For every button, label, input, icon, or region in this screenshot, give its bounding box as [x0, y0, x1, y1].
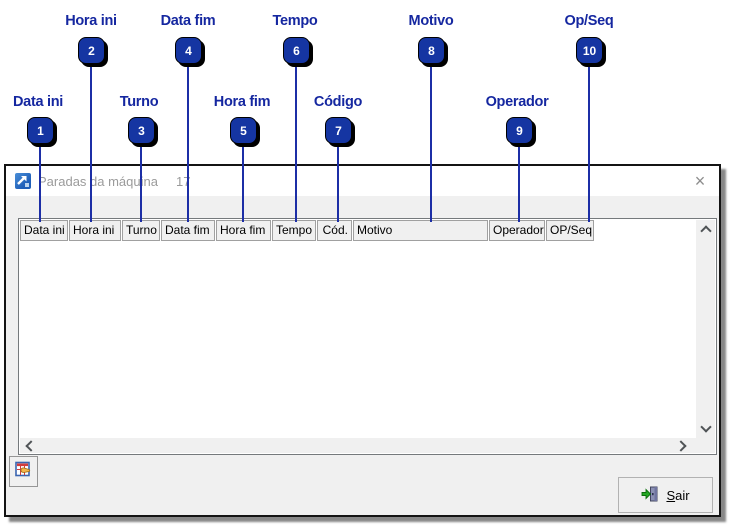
column-header-operador[interactable]: Operador	[489, 220, 545, 241]
annotation-label-data-ini: Data ini	[13, 94, 63, 110]
table-hand-icon	[15, 461, 32, 483]
scroll-down-icon[interactable]	[700, 421, 712, 433]
annotation-label-motivo: Motivo	[408, 13, 454, 29]
app-icon	[15, 173, 31, 189]
scrollbar-corner	[696, 438, 715, 453]
annotation-badge-motivo: 8	[418, 37, 445, 64]
grid-body[interactable]	[20, 241, 696, 438]
annotation-label-hora-ini: Hora ini	[65, 13, 117, 29]
column-header-hora-fim[interactable]: Hora fim	[216, 220, 271, 241]
scroll-up-icon[interactable]	[700, 225, 712, 237]
column-header-data-fim[interactable]: Data fim	[161, 220, 215, 241]
annotation-badge-data-ini: 1	[27, 117, 54, 144]
scroll-left-icon[interactable]	[25, 440, 37, 452]
exit-button-label: Sair	[666, 487, 690, 503]
annotation-label-turno: Turno	[119, 94, 159, 110]
column-header-motivo[interactable]: Motivo	[353, 220, 488, 241]
column-header-tempo[interactable]: Tempo	[272, 220, 316, 241]
annotation-badge-op-seq: 10	[576, 37, 603, 64]
annotation-badge-tempo: 6	[283, 37, 310, 64]
annotation-badge-operador: 9	[506, 117, 533, 144]
annotation-badge-codigo: 7	[325, 117, 352, 144]
column-header-data-ini[interactable]: Data ini	[20, 220, 68, 241]
column-header-hora-ini[interactable]: Hora ini	[69, 220, 121, 241]
title-bar: Paradas da máquina 17 ×	[6, 166, 719, 196]
annotation-label-data-fim: Data fim	[160, 13, 216, 29]
exit-door-icon	[641, 486, 659, 505]
column-header-turno[interactable]: Turno	[122, 220, 160, 241]
annotation-label-tempo: Tempo	[272, 13, 318, 29]
annotation-label-op-seq: Op/Seq	[564, 13, 614, 29]
annotation-badge-hora-ini: 2	[78, 37, 105, 64]
annotation-label-codigo: Código	[313, 94, 363, 110]
vertical-scrollbar[interactable]	[696, 220, 715, 438]
column-header-cod[interactable]: Cód.	[317, 220, 352, 241]
annotation-badge-turno: 3	[128, 117, 155, 144]
annotation-badge-hora-fim: 5	[230, 117, 257, 144]
column-header-op-seq[interactable]: OP/Seq	[546, 220, 594, 241]
scroll-right-icon[interactable]	[675, 440, 687, 452]
annotation-label-operador: Operador	[485, 94, 549, 110]
grid-options-button[interactable]	[9, 456, 38, 487]
annotation-label-hora-fim: Hora fim	[213, 94, 271, 110]
exit-button[interactable]: Sair	[618, 477, 713, 513]
annotation-badge-data-fim: 4	[175, 37, 202, 64]
horizontal-scrollbar[interactable]	[20, 438, 696, 453]
machine-number: 17	[175, 173, 191, 189]
window-title: Paradas da máquina	[38, 173, 158, 189]
close-icon[interactable]: ×	[694, 171, 706, 191]
